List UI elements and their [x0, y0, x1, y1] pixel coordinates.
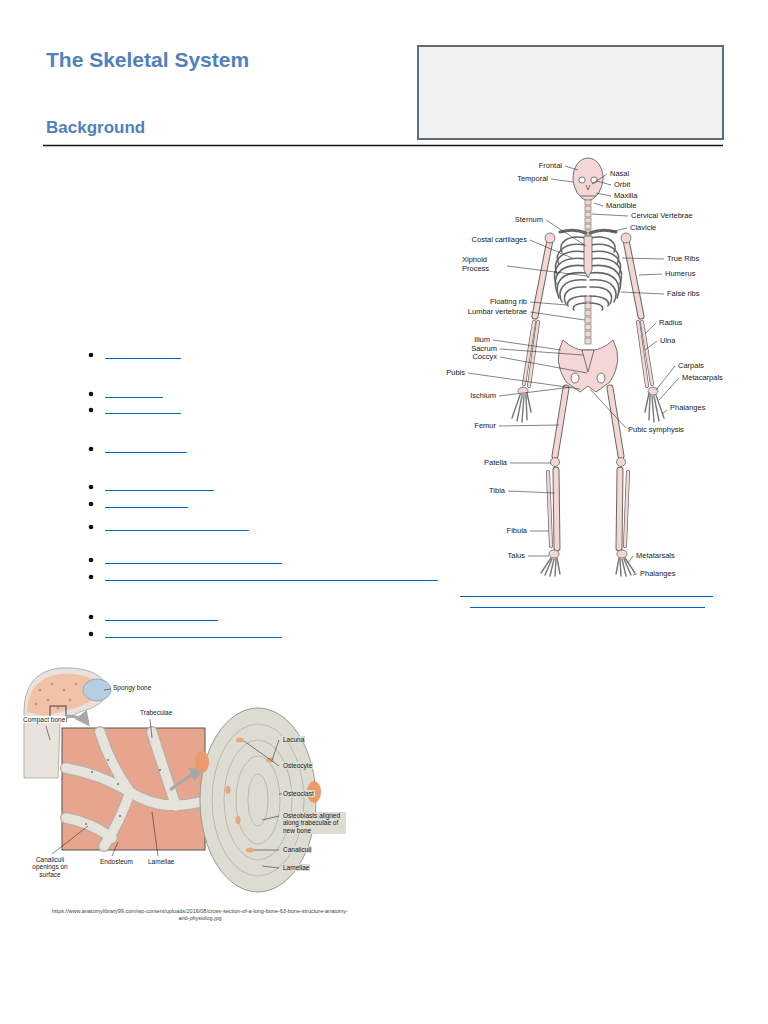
structure-label: Lamellae — [282, 864, 310, 871]
bone-label: Phalanges — [670, 404, 705, 413]
section-heading: Background — [46, 118, 145, 138]
structure-label: Endosteum — [100, 858, 133, 865]
bone-label: Phalanges — [640, 570, 675, 579]
limb-bones — [524, 240, 652, 548]
bone-label: Floating rib — [490, 298, 527, 307]
name-box — [418, 46, 723, 139]
bone-label: Mandible — [606, 202, 636, 211]
bone-label: Metacarpals — [682, 374, 723, 383]
bone-label: False ribs — [667, 290, 700, 299]
bone-label: Nasal — [610, 170, 629, 179]
bone-label: Carpals — [678, 362, 704, 371]
structure-label: Compact bone — [22, 716, 66, 723]
skeleton-illustration — [468, 158, 679, 576]
leader-lines — [46, 689, 308, 868]
spine — [585, 200, 591, 344]
skeleton-body — [558, 158, 618, 392]
bone-label: Ilium — [474, 336, 490, 345]
bone-label: Patella — [484, 459, 507, 468]
bone-label: Xiphoid Process — [462, 256, 504, 273]
bone-label: Ischium — [470, 392, 496, 401]
canaliculi-openings — [85, 759, 161, 825]
bone-label: Clavicle — [630, 224, 656, 233]
bone-label: Pubis — [446, 369, 465, 378]
image-source: https://www.anatomylibrary99.com/wp-cont… — [50, 908, 350, 922]
bone-label: Humerus — [665, 270, 695, 279]
structure-label: Spongy bone — [113, 684, 151, 691]
sternum — [584, 236, 592, 278]
bone-label: Talus — [507, 552, 525, 561]
leader-lines — [468, 166, 679, 575]
structure-label: Canaliculi openings on surface — [26, 856, 74, 878]
bone-label: Pubic symphysis — [628, 426, 684, 435]
bone-label: Radius — [659, 319, 682, 328]
bone-label: Fibula — [507, 527, 527, 536]
structure-label: Canaliculi — [282, 846, 312, 853]
bullet-dots — [89, 353, 94, 637]
structure-label: Osteocyte — [282, 762, 313, 769]
cartilage-cap — [83, 679, 111, 701]
zoom-arrow — [170, 770, 202, 790]
structure-label: Lacuna — [282, 736, 305, 743]
structure-label: Trabeculae — [140, 709, 172, 716]
bone-label: Costal cartilages — [472, 236, 527, 245]
bone-label: Maxilla — [614, 192, 637, 201]
bone-label: Lumbar vertebrae — [468, 308, 527, 317]
hands-and-feet — [512, 393, 664, 576]
trabeculae — [66, 732, 200, 846]
structure-label: Lamellae — [148, 858, 174, 865]
clavicles — [560, 230, 616, 233]
page-title: The Skeletal System — [46, 48, 249, 72]
structure-label: Osteoclast — [282, 790, 315, 797]
bone-label: Femur — [474, 422, 496, 431]
bone-structure-illustration — [24, 668, 321, 892]
bone-label: Metatarsals — [636, 552, 675, 561]
spongy-dots — [35, 683, 90, 710]
bone-label: Tibia — [489, 487, 505, 496]
bone-label: Temporal — [517, 175, 548, 184]
bone-label: Orbit — [614, 181, 630, 190]
bone-label: True Ribs — [667, 255, 699, 264]
bone-label: Cervical Vertebrae — [631, 212, 693, 221]
bone-label: Sternum — [515, 216, 543, 225]
joints — [518, 233, 658, 558]
osteon-zoom — [195, 708, 321, 892]
trabeculae-box — [62, 728, 205, 850]
zoom-arrow — [66, 716, 88, 724]
bone-label: Coccyx — [472, 353, 497, 362]
structure-label: Osteoblasts aligned along trabeculae of … — [282, 812, 346, 834]
bone-label: Ulna — [660, 337, 675, 346]
header-rule — [43, 145, 723, 147]
bone-label: Frontal — [539, 162, 562, 171]
